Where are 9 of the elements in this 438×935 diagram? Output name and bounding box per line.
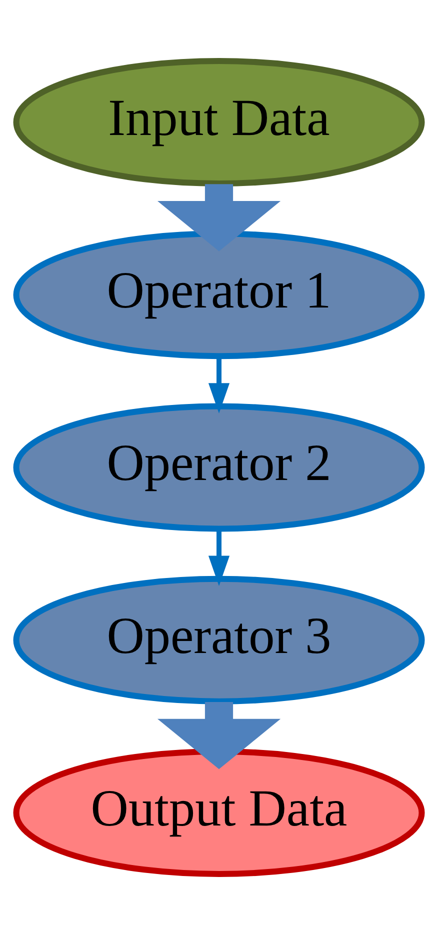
arrow	[208, 529, 230, 586]
arrow	[208, 356, 230, 414]
node-ellipse: Operator 3	[13, 576, 425, 704]
node-ellipse: Operator 2	[13, 403, 425, 532]
node-ellipse: Operator 1	[13, 230, 425, 360]
node-ellipse: Output Data	[13, 748, 425, 877]
arrow	[157, 702, 281, 770]
node-ellipse: Input Data	[13, 58, 425, 186]
arrow	[157, 184, 281, 252]
